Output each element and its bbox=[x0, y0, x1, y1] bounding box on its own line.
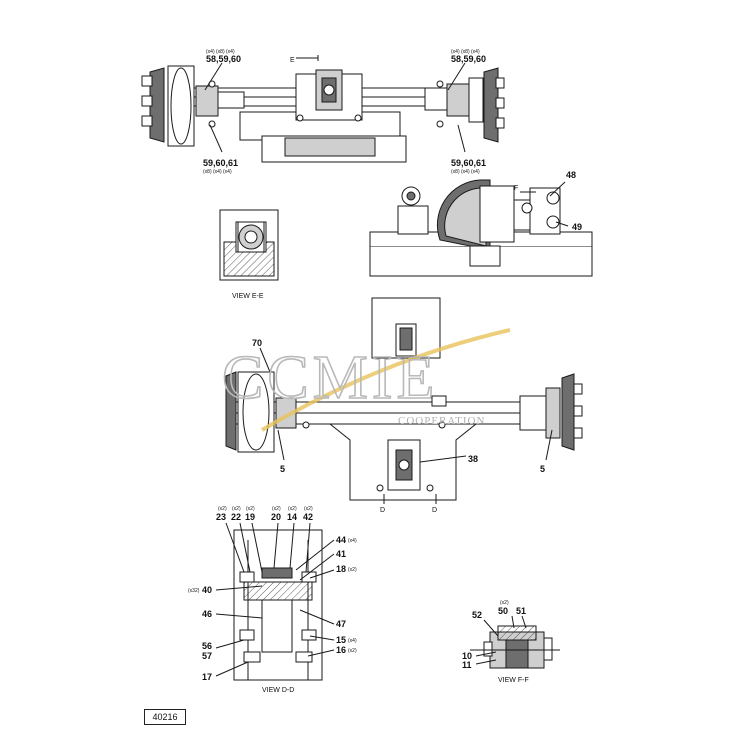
callout-br-parts: 59,60,61 bbox=[451, 158, 486, 168]
view-dd-right-labels: 44 (x4) 41 18 (x2) 47 15 (x4) 16 (x2) bbox=[336, 535, 357, 655]
callout-bl-parts: 59,60,61 bbox=[203, 158, 238, 168]
callout-tl-parts: 58,59,60 bbox=[206, 54, 241, 64]
top-axle-view bbox=[141, 55, 505, 163]
dd-qty-15: (x4) bbox=[348, 638, 357, 644]
callout-bl-qty: (x8) (x4) (x4) bbox=[203, 169, 232, 175]
callout-tr-qty: (x4) (x8) (x4) bbox=[451, 49, 480, 55]
ff-part-10: 10 bbox=[462, 651, 472, 661]
dd-part-23: 23 bbox=[216, 512, 226, 522]
dd-part-14: 14 bbox=[287, 512, 297, 522]
ff-part-11: 11 bbox=[462, 660, 472, 670]
dd-part-42: 42 bbox=[303, 512, 313, 522]
dd-part-47: 47 bbox=[336, 619, 346, 629]
callout-tl-qty: (x4) (x8) (x4) bbox=[206, 49, 235, 55]
label-5-left: 5 bbox=[280, 464, 285, 474]
dd-part-20: 20 bbox=[271, 512, 281, 522]
label-70: 70 bbox=[252, 338, 262, 348]
dd-qty-20: (x2) bbox=[272, 506, 281, 512]
section-mark-e: E bbox=[290, 57, 295, 64]
dd-part-44: 44 bbox=[336, 535, 346, 545]
dd-part-56: 56 bbox=[202, 641, 212, 651]
dd-part-22: 22 bbox=[231, 512, 241, 522]
watermark-subtext: COOPERATION bbox=[398, 415, 485, 427]
ccmie-watermark: CCMIE COOPERATION bbox=[221, 328, 511, 432]
view-ff-section bbox=[470, 615, 560, 669]
ff-part-50: 50 bbox=[498, 606, 508, 616]
dd-qty-40: (x32) bbox=[188, 588, 200, 594]
label-49: 49 bbox=[572, 222, 582, 232]
callout-tr-parts: 58,59,60 bbox=[451, 54, 486, 64]
dd-qty-42: (x2) bbox=[304, 506, 313, 512]
view-dd-caption: VIEW D-D bbox=[262, 687, 294, 694]
ff-qty-50: (x2) bbox=[500, 600, 509, 606]
section-mark-d-right: D bbox=[432, 507, 437, 514]
ff-part-51: 51 bbox=[516, 606, 526, 616]
view-dd-top-labels: (x2) (x2) (x2) (x2) (x2) (x2) 23 22 19 2… bbox=[216, 506, 313, 522]
dd-part-15: 15 bbox=[336, 635, 346, 645]
label-38: 38 bbox=[468, 454, 478, 464]
label-48: 48 bbox=[566, 170, 576, 180]
dd-part-18: 18 bbox=[336, 564, 346, 574]
label-5-right: 5 bbox=[540, 464, 545, 474]
view-dd-left-labels: (x32) 40 46 56 57 17 bbox=[188, 585, 212, 682]
watermark-logo: CCMIE bbox=[222, 344, 438, 412]
view-ee-caption: VIEW E-E bbox=[232, 293, 264, 300]
section-mark-d-left: D bbox=[380, 507, 385, 514]
dd-part-41: 41 bbox=[336, 549, 346, 559]
view-ff-caption: VIEW F-F bbox=[498, 677, 529, 684]
dd-qty-19: (x2) bbox=[246, 506, 255, 512]
dd-qty-22: (x2) bbox=[232, 506, 241, 512]
dd-qty-16: (x2) bbox=[348, 648, 357, 654]
dd-part-19: 19 bbox=[245, 512, 255, 522]
drawing-code-box: 40216 bbox=[144, 709, 186, 725]
dd-qty-14: (x2) bbox=[288, 506, 297, 512]
dd-part-17: 17 bbox=[202, 672, 212, 682]
view-ee-detail bbox=[219, 209, 279, 281]
side-sprocket-view bbox=[369, 179, 593, 277]
dd-qty-18: (x2) bbox=[348, 567, 357, 573]
ff-part-52: 52 bbox=[472, 610, 482, 620]
dd-part-40: 40 bbox=[202, 585, 212, 595]
view-dd-section bbox=[215, 522, 335, 681]
callout-br-qty: (x8) (x4) (x4) bbox=[451, 169, 480, 175]
dd-part-16: 16 bbox=[336, 645, 346, 655]
dd-part-46: 46 bbox=[202, 609, 212, 619]
dd-qty-44: (x4) bbox=[348, 538, 357, 544]
main-assembly-view bbox=[225, 297, 583, 504]
dd-part-57: 57 bbox=[202, 651, 212, 661]
section-mark-f: F bbox=[514, 185, 518, 192]
dd-qty-23: (x2) bbox=[218, 506, 227, 512]
